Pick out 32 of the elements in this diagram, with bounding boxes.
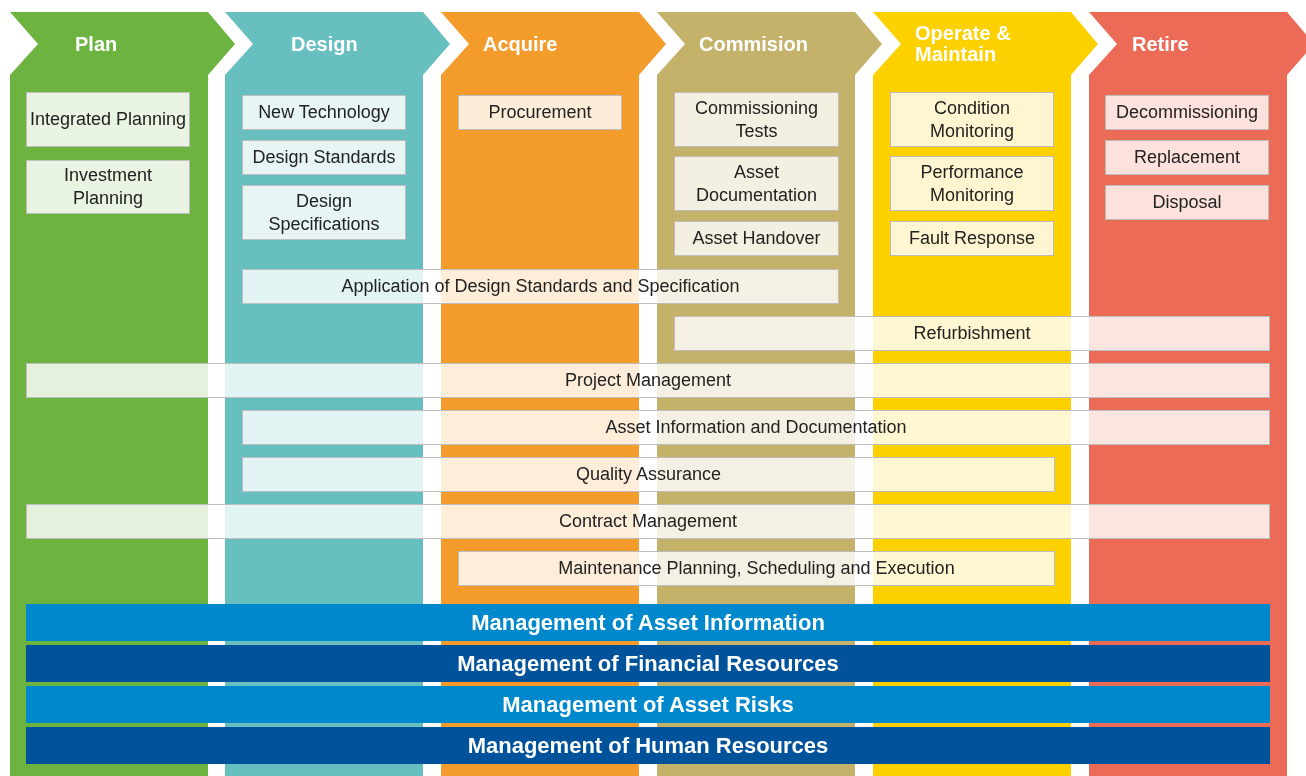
- activity-bar: Application of Design Standards and Specification: [242, 269, 839, 304]
- phase-heading: Retire: [1132, 34, 1190, 55]
- activity-box: Investment Planning: [26, 160, 190, 214]
- activity-box: Condition Monitoring: [890, 92, 1054, 147]
- activity-bar: Project Management: [26, 363, 1270, 398]
- activity-box: Design Specifications: [242, 185, 406, 240]
- activity-bar: Contract Management: [26, 504, 1270, 539]
- phase-heading: Acquire: [483, 34, 559, 55]
- phase-heading: Operate & Maintain: [915, 23, 1012, 65]
- phase-heading: Plan: [75, 34, 119, 55]
- activity-bar: Asset Information and Documentation: [242, 410, 1270, 445]
- activity-box: New Technology: [242, 95, 406, 130]
- management-band: Management of Financial Resources: [26, 645, 1270, 682]
- activity-box: Decommissioning: [1105, 95, 1269, 130]
- activity-bar: Refurbishment: [674, 316, 1270, 351]
- phase-heading: Design: [291, 34, 359, 55]
- activity-box: Design Standards: [242, 140, 406, 175]
- activity-box: Performance Monitoring: [890, 156, 1054, 211]
- management-band: Management of Human Resources: [26, 727, 1270, 764]
- activity-box: Procurement: [458, 95, 622, 130]
- activity-box: Commissioning Tests: [674, 92, 839, 147]
- activity-box: Disposal: [1105, 185, 1269, 220]
- management-band: Management of Asset Risks: [26, 686, 1270, 723]
- activity-box: Asset Handover: [674, 221, 839, 256]
- activity-box: Replacement: [1105, 140, 1269, 175]
- activity-bar: Maintenance Planning, Scheduling and Execution: [458, 551, 1055, 586]
- activity-box: Integrated Planning: [26, 92, 190, 147]
- activity-box: Fault Response: [890, 221, 1054, 256]
- activity-box: Asset Documentation: [674, 156, 839, 211]
- phase-heading: Commision: [699, 34, 809, 55]
- activity-bar: Quality Assurance: [242, 457, 1055, 492]
- management-band: Management of Asset Information: [26, 604, 1270, 641]
